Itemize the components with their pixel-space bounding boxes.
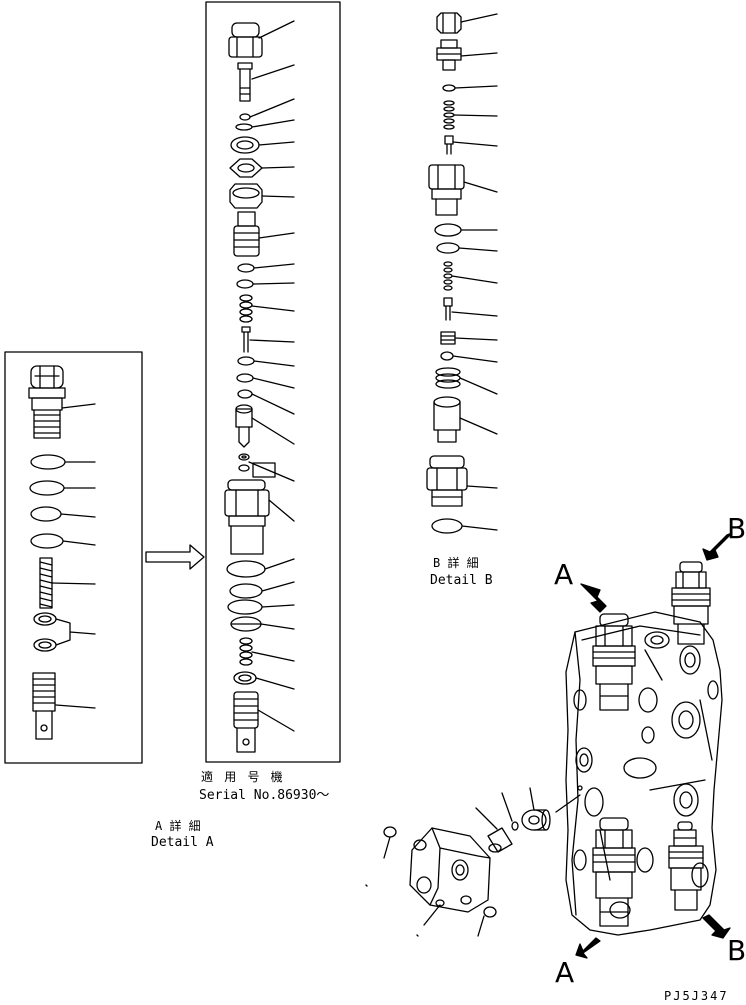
serial-label-en: Serial No.86930～ — [199, 788, 329, 803]
mid-oring-4 — [236, 373, 254, 383]
mid-oring-large — [226, 560, 266, 578]
b-spring-1 — [443, 100, 455, 130]
left-seal-pair — [33, 612, 57, 652]
b-spring-3 — [435, 367, 461, 389]
mid-valve-body — [224, 479, 270, 555]
mid-seat — [233, 671, 257, 685]
mid-small-parts — [238, 453, 276, 478]
b-plug — [426, 455, 468, 507]
mid-oring-3 — [237, 356, 255, 366]
mid-oring-1 — [237, 263, 255, 273]
view-label-a-bottom: A — [555, 956, 574, 989]
mid-oring-2 — [236, 279, 254, 289]
relief-valve-bottom-b — [668, 821, 704, 911]
b-oring-small — [442, 84, 456, 92]
mid-poppet — [235, 404, 253, 448]
mid-gasket-plate — [229, 158, 263, 178]
mid-sleeve — [233, 691, 259, 753]
left-cartridge-part — [28, 365, 66, 439]
b-backup-ring — [436, 242, 460, 254]
view-arrows — [575, 532, 733, 959]
mid-leaders — [248, 20, 295, 732]
b-leaders — [451, 13, 498, 531]
mid-small-oring — [239, 113, 251, 121]
mid-washer — [235, 123, 253, 131]
left-piston — [32, 672, 56, 740]
mid-backup-ring-1 — [229, 583, 263, 599]
mid-spring-2 — [239, 637, 253, 666]
b-poppet-1 — [444, 135, 454, 155]
hollow-arrow — [145, 544, 205, 570]
relief-valve-top-b — [671, 561, 711, 645]
b-sleeve — [433, 396, 461, 443]
serial-label-jp: 適 用 号 機 — [201, 769, 285, 784]
drawing-code: PJ5J347 — [664, 989, 729, 1003]
view-label-a-top: A — [554, 558, 573, 591]
b-seat — [440, 331, 456, 345]
b-body — [428, 164, 465, 216]
mid-screw — [237, 62, 253, 102]
mid-spring-1 — [239, 294, 253, 323]
b-oring-1 — [434, 223, 462, 237]
b-oring-3 — [431, 518, 463, 534]
detail-a-label-en: Detail A — [151, 835, 214, 850]
left-backup-ring-2 — [30, 533, 64, 549]
left-spring — [39, 557, 53, 609]
detail-a-label-jp: A 詳 細 — [155, 818, 201, 833]
left-leaders — [51, 403, 96, 709]
b-adjust-screw — [436, 39, 462, 71]
mid-cap — [228, 22, 263, 58]
mid-oring-6 — [227, 599, 263, 615]
b-oring-2 — [440, 351, 454, 361]
mid-nut — [230, 136, 260, 154]
left-backup-ring-1 — [29, 480, 65, 496]
view-label-b-bottom: B — [727, 934, 746, 967]
main-relief-bottom-a — [592, 817, 636, 927]
mid-plug — [233, 211, 260, 257]
side-block — [383, 826, 497, 937]
mid-locknut — [229, 183, 263, 209]
middle-variant-box — [205, 1, 341, 763]
left-variant-box — [4, 351, 143, 764]
assembly-leaders — [365, 787, 535, 937]
view-label-b-top: B — [727, 512, 746, 545]
mid-backup-ring-2 — [230, 616, 262, 632]
b-poppet-2 — [443, 297, 453, 321]
detail-b-label-en: Detail B — [430, 573, 493, 588]
left-oring-2 — [30, 506, 62, 522]
detail-b-label-jp: B 詳 細 — [433, 555, 479, 570]
detail-b-parts — [426, 12, 498, 534]
mid-pin — [241, 326, 251, 353]
main-relief-top-a — [592, 613, 636, 711]
left-oring-1 — [30, 454, 66, 470]
b-cap-nut — [436, 12, 462, 34]
mid-oring-5 — [237, 389, 253, 399]
b-spring-2 — [443, 261, 453, 291]
valve-assembly — [365, 532, 733, 959]
